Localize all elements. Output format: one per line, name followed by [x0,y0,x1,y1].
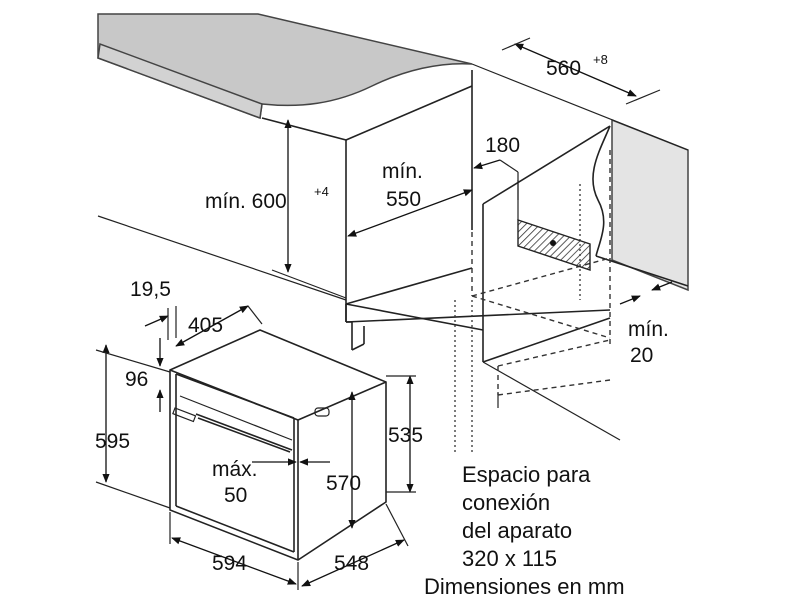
label-min-550-value: 550 [386,188,421,211]
label-180: 180 [485,134,520,157]
hidden-lines [454,150,611,454]
label-570: 570 [326,472,361,495]
label-min-20-prefix: mín. [628,318,669,341]
label-535: 535 [388,424,423,447]
label-min-600-tolerance: +4 [314,184,329,199]
dimension-lines [95,37,673,590]
label-595: 595 [95,430,130,453]
note-line-1: Espacio para [462,462,591,487]
label-594: 594 [212,552,247,575]
countertop-slab [97,13,689,292]
cabinet-niche [97,70,689,441]
label-min-600: mín. 600 [205,190,287,213]
label-19-5: 19,5 [130,278,171,301]
label-560: 560 [546,57,581,80]
dimension-labels: 560 +8 180 mín. 550 mín. 600 +4 19,5 405… [95,52,669,575]
note-line-4: 320 x 115 [462,546,557,571]
label-560-tolerance: +8 [593,52,608,67]
label-96: 96 [125,368,148,391]
label-405: 405 [188,314,223,337]
label-max-50-value: 50 [224,484,247,507]
units-note: Dimensiones en mm [424,574,625,599]
label-548: 548 [334,552,369,575]
note-line-2: conexión [462,490,550,515]
oven-body [169,329,387,561]
label-min-550-prefix: mín. [382,160,423,183]
label-max-50-prefix: máx. [212,458,258,481]
label-min-20-value: 20 [630,344,653,367]
connection-note: Espacio para conexión del aparato 320 x … [424,462,625,599]
connection-space [517,180,591,271]
note-line-3: del aparato [462,518,572,543]
